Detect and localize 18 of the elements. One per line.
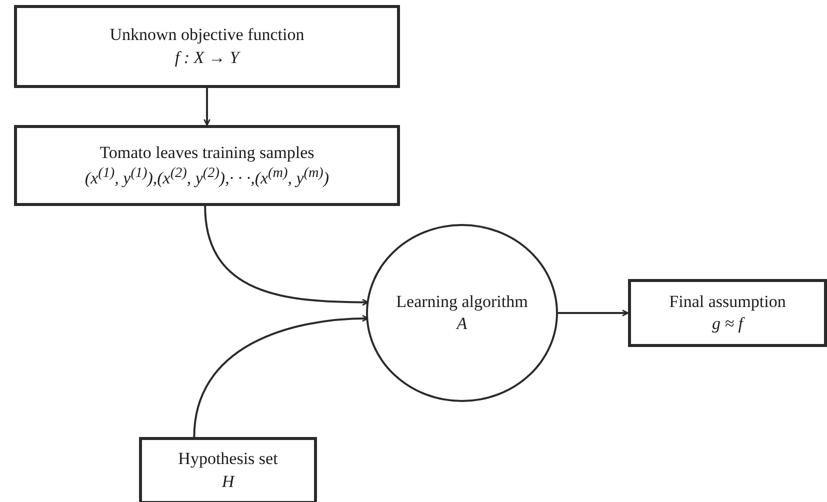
process-box: [14, 125, 400, 206]
formula: A: [456, 313, 468, 335]
process-box: [14, 5, 400, 88]
node-title: Final assumption: [669, 290, 786, 313]
node-title: Learning algorithm: [396, 290, 528, 313]
formula: f : X → Y: [174, 46, 240, 69]
node-title: Unknown objective function: [110, 24, 304, 46]
formula: (x$^{(1)}$, y$^{(1)}$),(x$^{(2)}$, y$^{(2)}$),· · ·,(x$^{(m)}$, y$^{(m)}$): [84, 164, 330, 190]
arrow: [204, 206, 369, 306]
formula: H: [222, 470, 234, 492]
arrow: [193, 315, 369, 438]
process-box: [139, 437, 317, 502]
process-box: [628, 279, 827, 347]
arrow: [204, 88, 210, 126]
arrow: [558, 310, 629, 316]
formula: g ≈ f: [712, 313, 744, 335]
node-title: Tomato leaves training samples: [100, 142, 314, 164]
node-title: Hypothesis set: [178, 448, 278, 470]
